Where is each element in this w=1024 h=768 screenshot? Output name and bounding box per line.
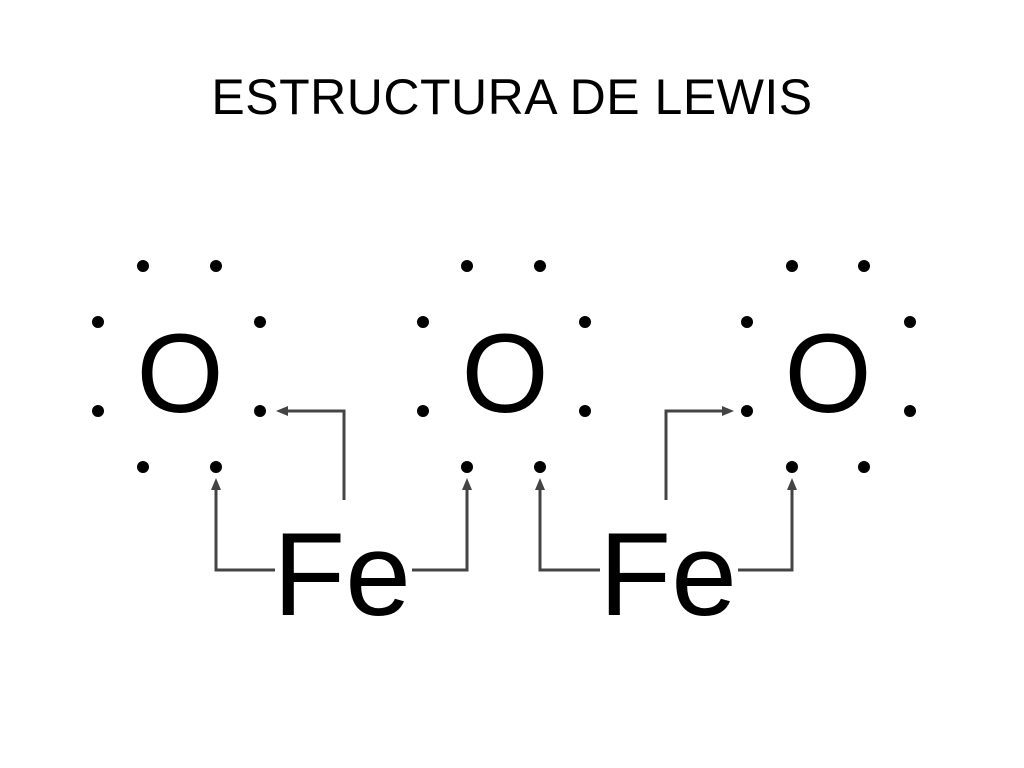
electron-dot: [579, 316, 591, 328]
bond-line: [412, 484, 469, 572]
arrow-head: [787, 478, 797, 490]
electron-dot: [417, 316, 429, 328]
electron-dot: [904, 316, 916, 328]
bond-line: [214, 484, 275, 572]
electron-dot: [210, 260, 222, 272]
oxygen-atom-2: O: [417, 260, 591, 473]
arrow-head: [722, 406, 734, 416]
bond-line: [664, 409, 728, 500]
electron-dot: [534, 461, 546, 473]
electron-dot: [137, 461, 149, 473]
iron-symbol-2: Fe: [599, 509, 737, 641]
arrow-head: [535, 478, 545, 490]
electron-dot: [858, 260, 870, 272]
arrow-head: [211, 478, 221, 490]
oxygen-symbol-1: O: [136, 311, 223, 436]
arrow-head: [276, 406, 288, 416]
electron-dot: [92, 405, 104, 417]
electron-dot: [741, 405, 753, 417]
electron-dot: [461, 461, 473, 473]
slide-title: ESTRUCTURA DE LEWIS: [211, 69, 813, 125]
electron-dot: [417, 405, 429, 417]
electron-dot: [137, 260, 149, 272]
iron-symbol-1: Fe: [273, 509, 411, 641]
electron-dot: [461, 260, 473, 272]
electron-dot: [579, 405, 591, 417]
oxygen-symbol-3: O: [784, 311, 871, 436]
bond-line: [538, 484, 600, 572]
oxygen-atom-1: O: [92, 260, 266, 473]
electron-dot: [92, 316, 104, 328]
bond-line: [282, 409, 346, 500]
electron-dot: [254, 405, 266, 417]
electron-dot: [858, 461, 870, 473]
electron-dot: [534, 260, 546, 272]
electron-dot: [210, 461, 222, 473]
bond-line: [738, 484, 794, 572]
oxygen-symbol-2: O: [461, 311, 548, 436]
electron-dot: [904, 405, 916, 417]
electron-dot: [254, 316, 266, 328]
electron-dot: [786, 260, 798, 272]
oxygen-atom-3: O: [741, 260, 916, 473]
electron-dot: [786, 461, 798, 473]
electron-dot: [741, 316, 753, 328]
arrow-head: [462, 478, 472, 490]
